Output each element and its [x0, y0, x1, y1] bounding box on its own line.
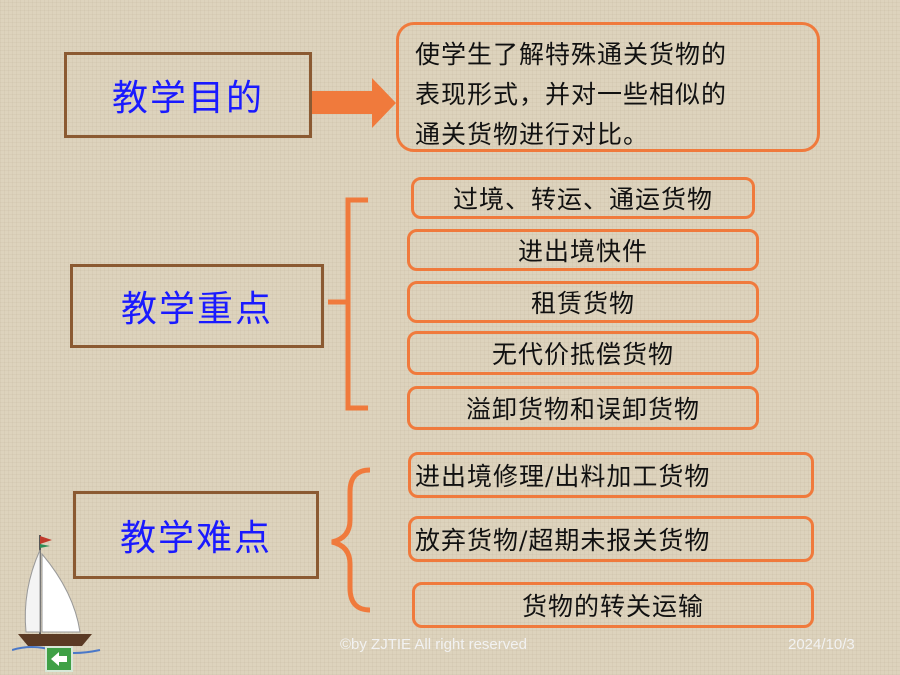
difficulty-text: 进出境修理/出料加工货物	[415, 462, 711, 491]
key-point-item: 无代价抵偿货物	[407, 331, 759, 375]
back-arrow-icon	[51, 652, 67, 666]
goal-line: 表现形式，并对一些相似的	[415, 80, 728, 109]
key-point-text: 租赁货物	[530, 289, 635, 318]
key-point-text: 无代价抵偿货物	[491, 340, 674, 369]
goal-label: 教学目的	[111, 78, 264, 119]
date-text: 2024/10/3	[788, 636, 855, 653]
sailboat-icon	[12, 535, 101, 654]
key-point-item: 租赁货物	[407, 281, 759, 323]
key-points-label-box: 教学重点	[70, 264, 324, 348]
curly-brace-icon	[328, 197, 368, 411]
curly-brace-icon	[331, 467, 371, 613]
key-point-item: 溢卸货物和误卸货物	[407, 386, 759, 430]
difficulty-text: 放弃货物/超期未报关货物	[415, 526, 711, 555]
difficulties-label: 教学难点	[119, 518, 272, 559]
back-button[interactable]	[45, 646, 73, 672]
key-point-item: 进出境快件	[407, 229, 759, 271]
goal-label-box: 教学目的	[64, 52, 312, 138]
key-point-text: 进出境快件	[517, 237, 648, 266]
key-point-text: 过境、转运、通运货物	[452, 185, 713, 214]
difficulty-item: 进出境修理/出料加工货物	[408, 452, 814, 498]
right-arrow-icon	[312, 78, 396, 128]
difficulty-text: 货物的转关运输	[521, 592, 704, 621]
key-points-label: 教学重点	[120, 289, 273, 330]
goal-line: 使学生了解特殊通关货物的	[415, 40, 728, 69]
key-point-text: 溢卸货物和误卸货物	[465, 395, 700, 424]
difficulties-label-box: 教学难点	[73, 491, 319, 579]
goal-description-box: 使学生了解特殊通关货物的 表现形式，并对一些相似的 通关货物进行对比。	[396, 22, 820, 152]
goal-line: 通关货物进行对比。	[415, 120, 650, 149]
key-point-item: 过境、转运、通运货物	[411, 177, 755, 219]
difficulty-item: 放弃货物/超期未报关货物	[408, 516, 814, 562]
difficulty-item: 货物的转关运输	[412, 582, 814, 628]
copyright-text: ©by ZJTIE All right reserved	[340, 636, 527, 653]
